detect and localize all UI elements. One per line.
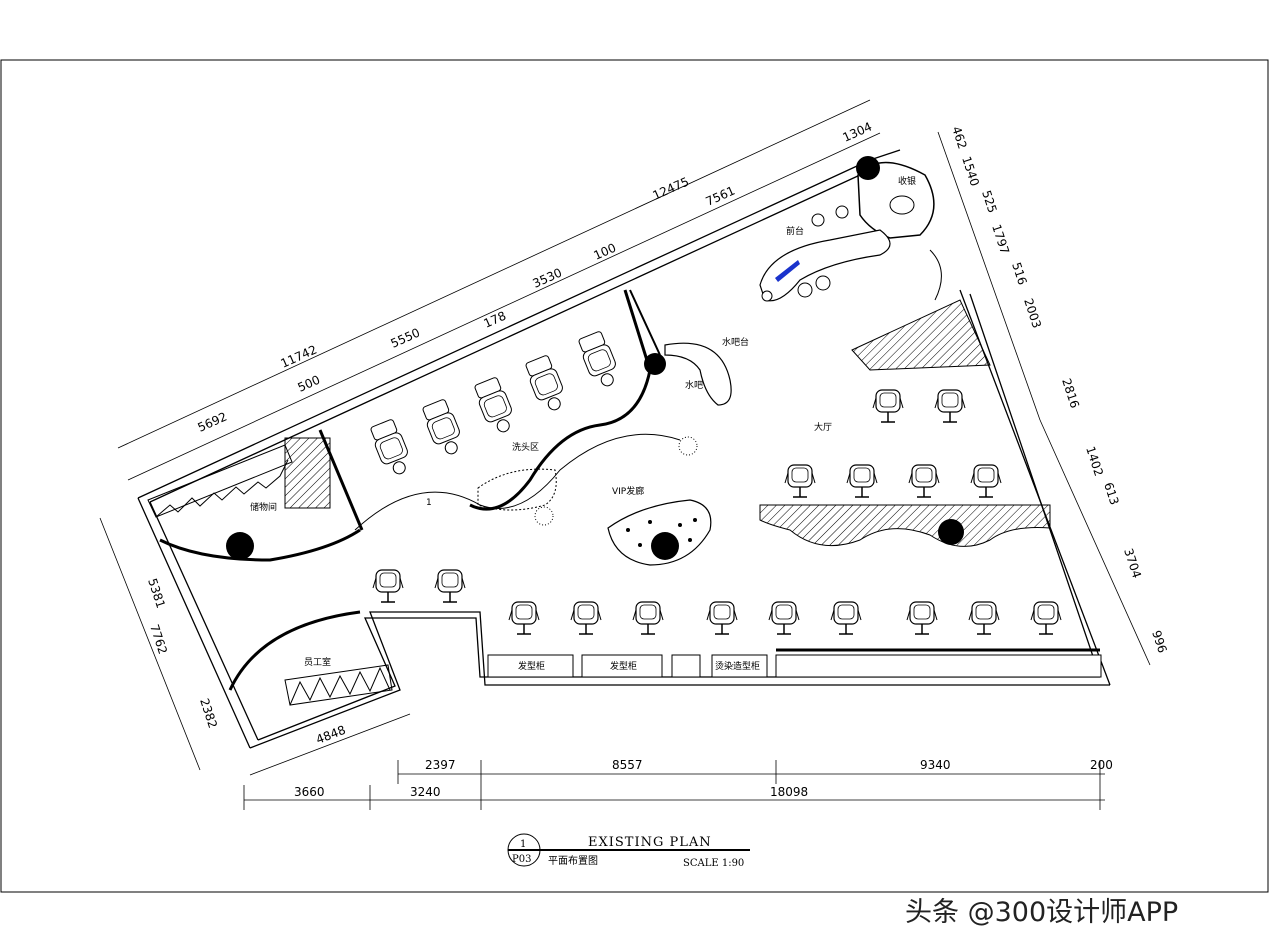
label-cabinet-1: 发型柜 [518, 660, 545, 672]
label-hall: 大厅 [814, 421, 832, 433]
label-storage: 储物间 [250, 501, 277, 513]
right-dimension-labels: 462 1540 525 1797 516 2003 2816 1402 613… [949, 125, 1169, 655]
dim-1402: 1402 [1083, 445, 1106, 478]
dim-996: 996 [1149, 629, 1169, 655]
label-cashier: 收银 [898, 175, 916, 187]
title-scale: SCALE 1:90 [683, 858, 744, 869]
dim-516: 516 [1009, 261, 1029, 287]
column-3 [651, 532, 679, 560]
dim-3660: 3660 [294, 785, 325, 799]
column-4 [226, 532, 254, 560]
dim-1540: 1540 [959, 155, 982, 188]
dim-2003: 2003 [1021, 297, 1044, 330]
styling-chairs-hall [784, 389, 1002, 498]
plant-1 [534, 506, 554, 526]
label-staff-room: 员工室 [304, 656, 331, 668]
label-bar: 水吧 [685, 379, 703, 391]
dimension-lines [99, 99, 1151, 810]
dim-5381: 5381 [145, 577, 168, 610]
bottom-dimension-labels: 2397 8557 9340 200 3660 3240 18098 [294, 758, 1113, 799]
dim-8557: 8557 [612, 758, 643, 772]
hall-counter-long [759, 504, 1051, 547]
title-sheet: P03 [512, 854, 531, 865]
label-vip-area: VIP发廊 [612, 485, 644, 497]
label-reception: 前台 [786, 225, 804, 237]
dim-1304: 1304 [841, 120, 875, 145]
dim-3530: 3530 [531, 266, 565, 291]
title-subtitle: 平面布置图 [548, 855, 598, 867]
dim-2382: 2382 [197, 697, 220, 730]
vip-table-dots [626, 518, 697, 547]
dim-2397: 2397 [425, 758, 456, 772]
dim-525: 525 [979, 189, 999, 215]
hall-counter-top [851, 299, 991, 371]
label-water-bar: 水吧台 [722, 336, 749, 348]
cabinets [487, 648, 1102, 678]
room-labels: 洗头区 VIP发廊 大厅 储物间 员工室 水吧台 水吧 前台 收银 1 发型柜 … [250, 175, 916, 672]
dim-18098: 18098 [770, 785, 808, 799]
dim-11742: 11742 [279, 342, 320, 370]
label-marker-1: 1 [426, 498, 432, 508]
dim-9340: 9340 [920, 758, 951, 772]
dim-462: 462 [949, 125, 969, 151]
vip-table [607, 499, 712, 566]
dim-2816: 2816 [1059, 377, 1082, 410]
title-block: 1 P03 EXISTING PLAN 平面布置图 SCALE 1:90 [507, 833, 750, 869]
building-outline [137, 149, 1111, 749]
dim-3240: 3240 [410, 785, 441, 799]
dim-100: 100 [592, 241, 619, 263]
watermark-text: 头条 @300设计师APP [905, 897, 1179, 928]
dim-4848: 4848 [314, 723, 348, 747]
dim-500: 500 [296, 373, 323, 395]
dim-200: 200 [1090, 758, 1113, 772]
shampoo-chairs [367, 329, 623, 480]
label-cabinet-2: 发型柜 [610, 660, 637, 672]
dim-178: 178 [482, 309, 509, 331]
water-bar [664, 342, 732, 406]
dim-5692: 5692 [196, 410, 230, 435]
storage-shelves [147, 437, 393, 706]
drawing-border [0, 59, 1269, 893]
dim-1797: 1797 [989, 223, 1012, 256]
label-cabinet-3: 烫染造型柜 [715, 660, 760, 672]
reception-counter [759, 156, 942, 302]
dim-7561: 7561 [704, 184, 738, 209]
dim-613: 613 [1101, 481, 1121, 507]
top-dimension-labels: 11742 5692 500 5550 178 3530 100 12475 7… [196, 120, 875, 435]
planter [477, 468, 557, 511]
plant-2 [678, 436, 698, 456]
title-number: 1 [520, 839, 526, 850]
dim-7762: 7762 [147, 623, 170, 656]
column-2 [938, 519, 964, 545]
label-shampoo-area: 洗头区 [512, 441, 539, 453]
dim-12475: 12475 [651, 174, 692, 202]
dim-3704: 3704 [1121, 547, 1144, 580]
title-heading: EXISTING PLAN [588, 835, 712, 850]
